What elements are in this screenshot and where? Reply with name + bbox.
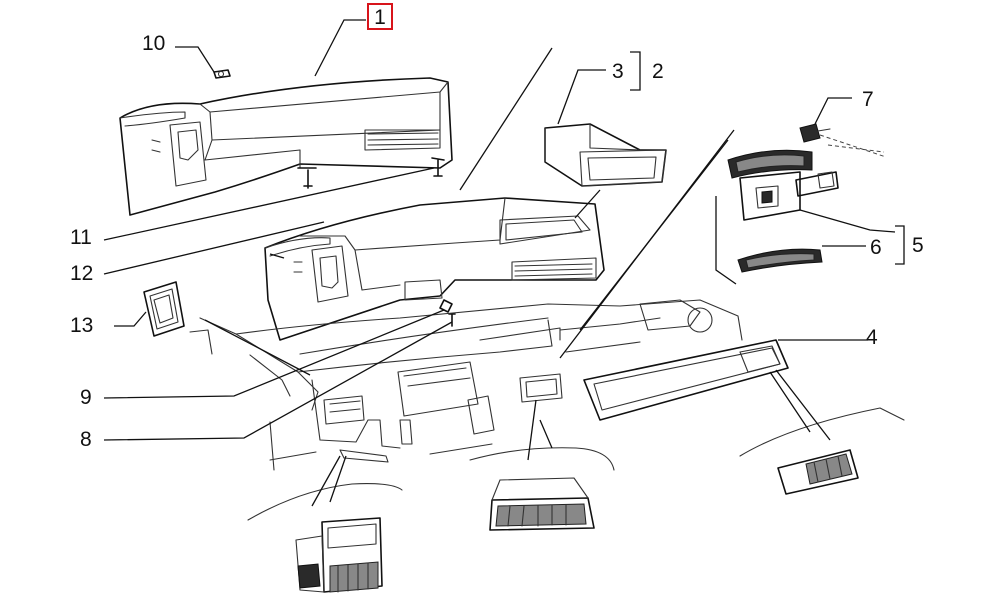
- part-7-screw: [799, 123, 831, 143]
- main-dashboard-assembly: [264, 197, 605, 341]
- callout-7: 7: [862, 88, 874, 111]
- part-6-vent-grille: [737, 248, 823, 273]
- callout-2: 2: [652, 60, 664, 83]
- right-vent-detail: [739, 407, 905, 495]
- part-4-trim-panel: [583, 339, 789, 421]
- callout-13: 13: [70, 314, 93, 337]
- part-3-glovebox-insert: [544, 123, 667, 187]
- callout-8: 8: [80, 428, 92, 451]
- callout-1: 1: [374, 6, 386, 29]
- callout-5: 5: [912, 234, 924, 257]
- callout-3: 3: [612, 60, 624, 83]
- part-1-dashboard-upper: [119, 77, 453, 216]
- center-vent-detail: [469, 447, 615, 531]
- part-10-screw: [213, 69, 231, 79]
- callout-12: 12: [70, 262, 93, 285]
- car-interior-body: [189, 299, 743, 471]
- callout-6: 6: [870, 236, 882, 259]
- callouts: 1 2 3 4 5 6 7 8 9 10 11 12 13: [70, 3, 924, 451]
- left-console-vent-detail: [247, 483, 403, 593]
- part-13-vent-frame: [143, 281, 185, 337]
- callout-4: 4: [866, 326, 878, 349]
- relation-lines: [204, 47, 831, 507]
- callout-9: 9: [80, 386, 92, 409]
- callout-leaders: [103, 19, 905, 441]
- callout-10: 10: [142, 32, 165, 55]
- callout-1-highlight-box: [367, 3, 393, 30]
- part-5-side-vent-assembly: [727, 134, 887, 221]
- callout-11: 11: [70, 226, 92, 249]
